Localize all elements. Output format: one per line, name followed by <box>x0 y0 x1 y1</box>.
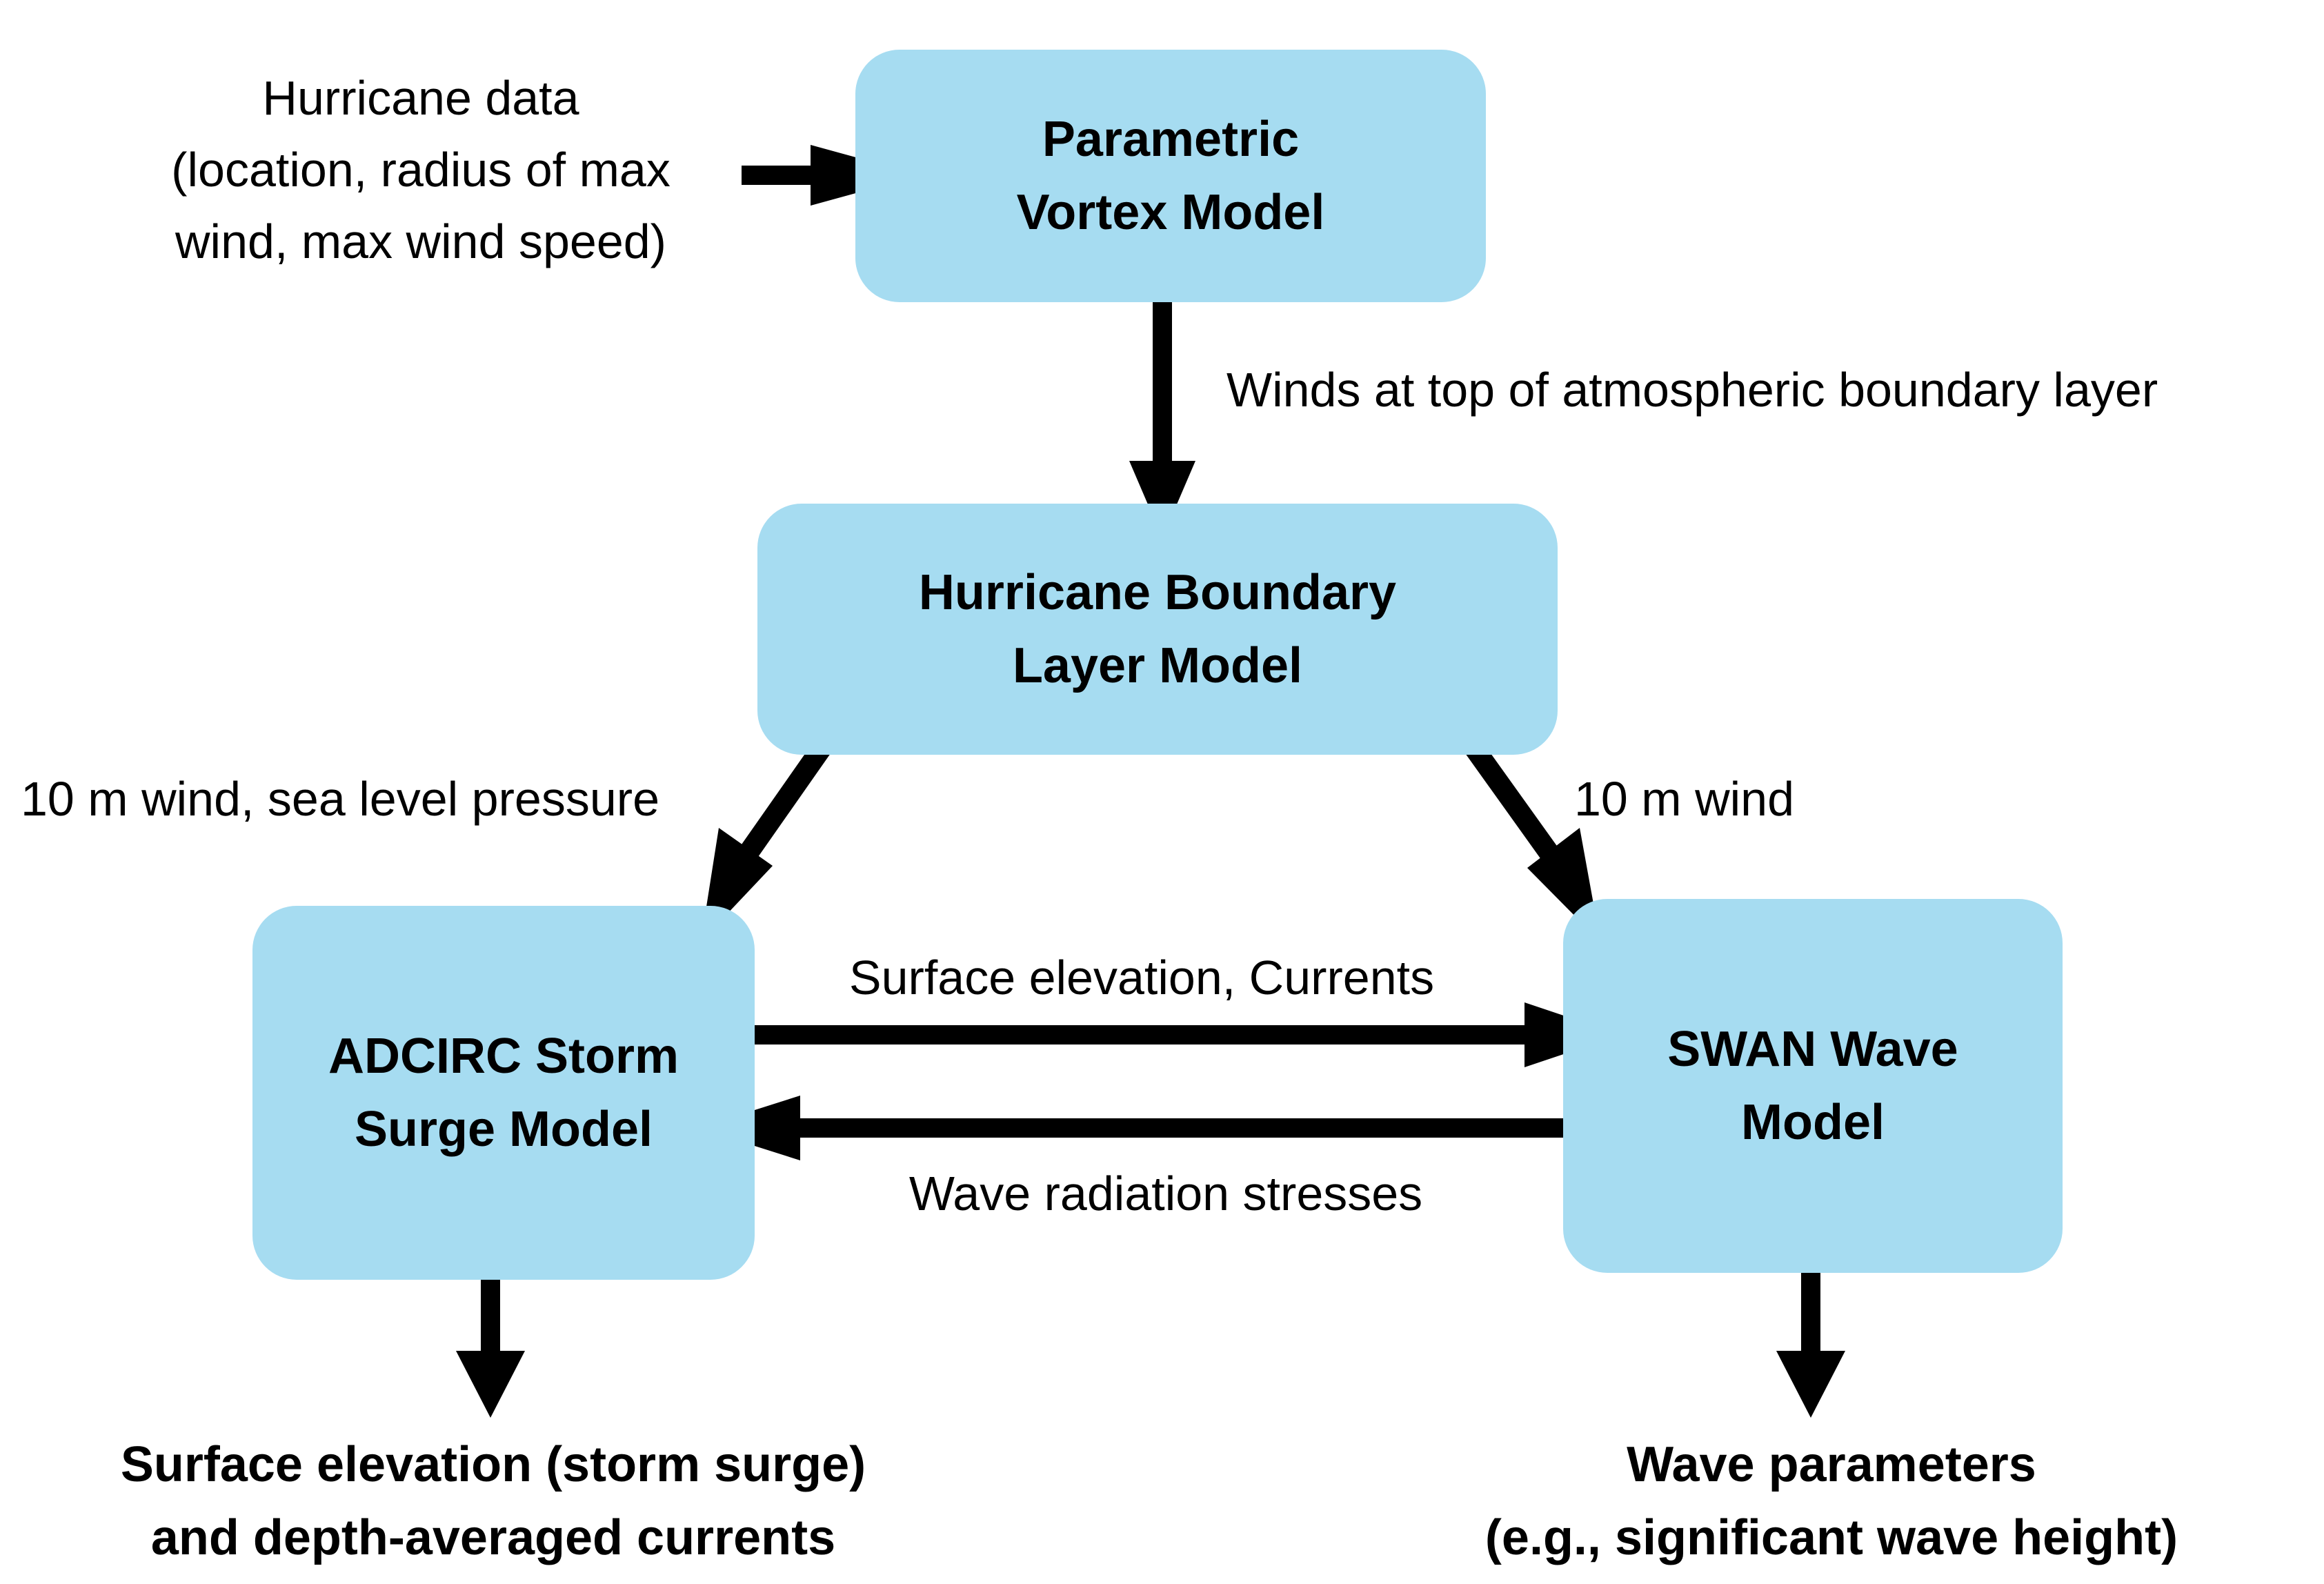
swan-wave-model-box: SWAN Wave Model <box>1563 899 2063 1273</box>
wind-pressure-text: 10 m wind, sea level pressure <box>21 772 659 826</box>
surface-currents-text: Surface elevation, Currents <box>848 951 1435 1004</box>
winds-top-label: Winds at top of atmospheric boundary lay… <box>1226 354 2158 426</box>
swan-box-line1: SWAN Wave <box>1667 1022 1958 1077</box>
swan-box-line2: Model <box>1741 1095 1885 1150</box>
vortex-box-line2: Vortex Model <box>1016 185 1325 240</box>
adcirc-box-line2: Surge Model <box>354 1102 653 1157</box>
surface-currents-label: Surface elevation, Currents <box>759 942 1524 1013</box>
swan-output-line1: Wave parameters <box>1627 1437 2036 1492</box>
arrow-swan-to-adcirc <box>698 1096 1587 1160</box>
arrow-adcirc-to-swan <box>726 1002 1621 1067</box>
adcirc-output-line1: Surface elevation (storm surge) <box>120 1437 866 1492</box>
boundary-box-line2: Layer Model <box>1012 638 1303 693</box>
hurricane-data-line2: (location, radius of max <box>171 143 671 197</box>
hurricane-data-line1: Hurricane data <box>262 71 579 125</box>
arrow-vortex-to-boundary <box>1129 288 1195 538</box>
boundary-box-line1: Hurricane Boundary <box>918 565 1397 620</box>
wind-10m-label: 10 m wind <box>1574 763 1794 835</box>
wave-stresses-label: Wave radiation stresses <box>807 1158 1524 1229</box>
adcirc-storm-surge-model-box: ADCIRC Storm Surge Model <box>252 906 755 1280</box>
hurricane-data-label: Hurricane data (location, radius of max … <box>110 62 731 277</box>
adcirc-output-line2: and depth-averaged currents <box>150 1510 836 1565</box>
wind-10m-text: 10 m wind <box>1574 772 1795 826</box>
wind-pressure-label: 10 m wind, sea level pressure <box>21 763 659 835</box>
hurricane-data-line3: wind, max wind speed) <box>175 215 666 268</box>
hurricane-boundary-layer-model-box: Hurricane Boundary Layer Model <box>757 504 1558 755</box>
vortex-box-line1: Parametric <box>1042 112 1300 167</box>
swan-output-line2: (e.g., significant wave height) <box>1484 1510 2178 1565</box>
swan-output-label: Wave parameters (e.g., significant wave … <box>1407 1428 2256 1574</box>
parametric-vortex-model-box: Parametric Vortex Model <box>855 50 1486 302</box>
wave-stresses-text: Wave radiation stresses <box>908 1167 1423 1220</box>
adcirc-box-line1: ADCIRC Storm <box>328 1029 679 1084</box>
winds-top-text: Winds at top of atmospheric boundary lay… <box>1226 363 2158 417</box>
adcirc-output-label: Surface elevation (storm surge) and dept… <box>55 1428 931 1574</box>
